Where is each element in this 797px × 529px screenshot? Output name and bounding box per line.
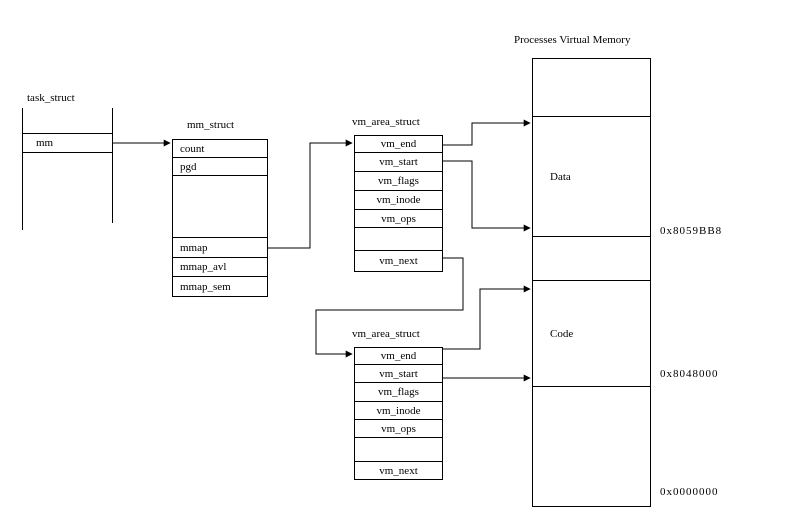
- segment-gap: [533, 237, 650, 281]
- field-mmap: mmap: [173, 238, 267, 258]
- field-vm-flags: vm_flags: [355, 383, 442, 402]
- address-data-bottom: 0x8059BB8: [660, 225, 723, 237]
- memory-map-box: Data Code: [532, 58, 651, 507]
- field-count: count: [173, 140, 267, 158]
- vm-area-struct-bottom-box: vm_end vm_start vm_flags vm_inode vm_ops…: [354, 347, 443, 480]
- field-vm-start: vm_start: [355, 365, 442, 383]
- field-vm-next-label: vm_next: [379, 464, 418, 477]
- code-segment-label: Code: [550, 327, 574, 340]
- memory-map-title: Processes Virtual Memory: [514, 34, 631, 46]
- segment-bottom-empty: [533, 387, 650, 506]
- field-vm-next: vm_next: [355, 251, 442, 271]
- task-struct-field-mm: mm: [22, 133, 113, 153]
- field-vm-end: vm_end: [355, 136, 442, 153]
- field-vm-start: vm_start: [355, 153, 442, 172]
- field-count-label: count: [180, 142, 205, 155]
- field-vm-next: vm_next: [355, 462, 442, 479]
- field-mmap-avl-label: mmap_avl: [180, 261, 227, 273]
- data-segment-label: Data: [550, 170, 571, 183]
- field-pgd: pgd: [173, 158, 267, 176]
- field-mmap-label: mmap: [180, 241, 208, 254]
- field-mmap-sem: mmap_sem: [173, 277, 267, 296]
- mm-struct-title: mm_struct: [187, 119, 235, 131]
- field-vm-ops: vm_ops: [355, 210, 442, 228]
- field-vm-inode-label: vm_inode: [376, 404, 421, 417]
- field-vm-next-label: vm_next: [379, 255, 418, 267]
- vm-area-bottom-empty-row: [355, 438, 442, 462]
- vm-area-struct-top-title: vm_area_struct: [352, 116, 420, 128]
- task-struct-left-edge: [22, 108, 23, 230]
- field-vm-start-label: vm_start: [379, 367, 418, 380]
- arrow-vma1-vmend-to-data-top: [443, 119, 531, 146]
- field-vm-flags-label: vm_flags: [378, 386, 419, 398]
- field-vm-ops-label: vm_ops: [381, 422, 416, 435]
- field-vm-ops-label: vm_ops: [381, 212, 416, 225]
- address-code-bottom: 0x8048000: [660, 368, 719, 380]
- field-vm-end-label: vm_end: [380, 350, 417, 362]
- segment-top-empty: [533, 59, 650, 117]
- arrow-mmap-to-vma1-vmend: [268, 139, 353, 249]
- vm-area-struct-top-box: vm_end vm_start vm_flags vm_inode vm_ops…: [354, 135, 443, 272]
- task-struct-right-edge: [112, 108, 113, 223]
- arrow-vma2-vmend-to-code-top: [443, 285, 531, 350]
- task-struct-title: task_struct: [27, 92, 75, 104]
- field-vm-end: vm_end: [355, 348, 442, 365]
- field-vm-flags: vm_flags: [355, 172, 442, 191]
- field-vm-start-label: vm_start: [379, 156, 418, 168]
- arrow-vma1-vmstart-to-data-bottom: [443, 160, 531, 232]
- field-mmap-avl: mmap_avl: [173, 258, 267, 277]
- vm-area-struct-bottom-title: vm_area_struct: [352, 328, 420, 340]
- address-memory-bottom: 0x0000000: [660, 486, 719, 498]
- segment-data: Data: [533, 117, 650, 237]
- field-vm-end-label: vm_end: [380, 138, 417, 150]
- field-mm-label: mm: [36, 137, 54, 149]
- vm-area-top-empty-row: [355, 228, 442, 251]
- field-vm-inode: vm_inode: [355, 402, 442, 420]
- field-vm-inode-label: vm_inode: [376, 194, 421, 206]
- mm-struct-empty-area: [173, 176, 267, 238]
- field-pgd-label: pgd: [180, 160, 197, 173]
- segment-code: Code: [533, 281, 650, 387]
- mm-struct-box: count pgd mmap mmap_avl mmap_sem: [172, 139, 268, 297]
- field-vm-inode: vm_inode: [355, 191, 442, 210]
- field-vm-ops: vm_ops: [355, 420, 442, 438]
- field-vm-flags-label: vm_flags: [378, 175, 419, 187]
- field-mmap-sem-label: mmap_sem: [180, 280, 231, 293]
